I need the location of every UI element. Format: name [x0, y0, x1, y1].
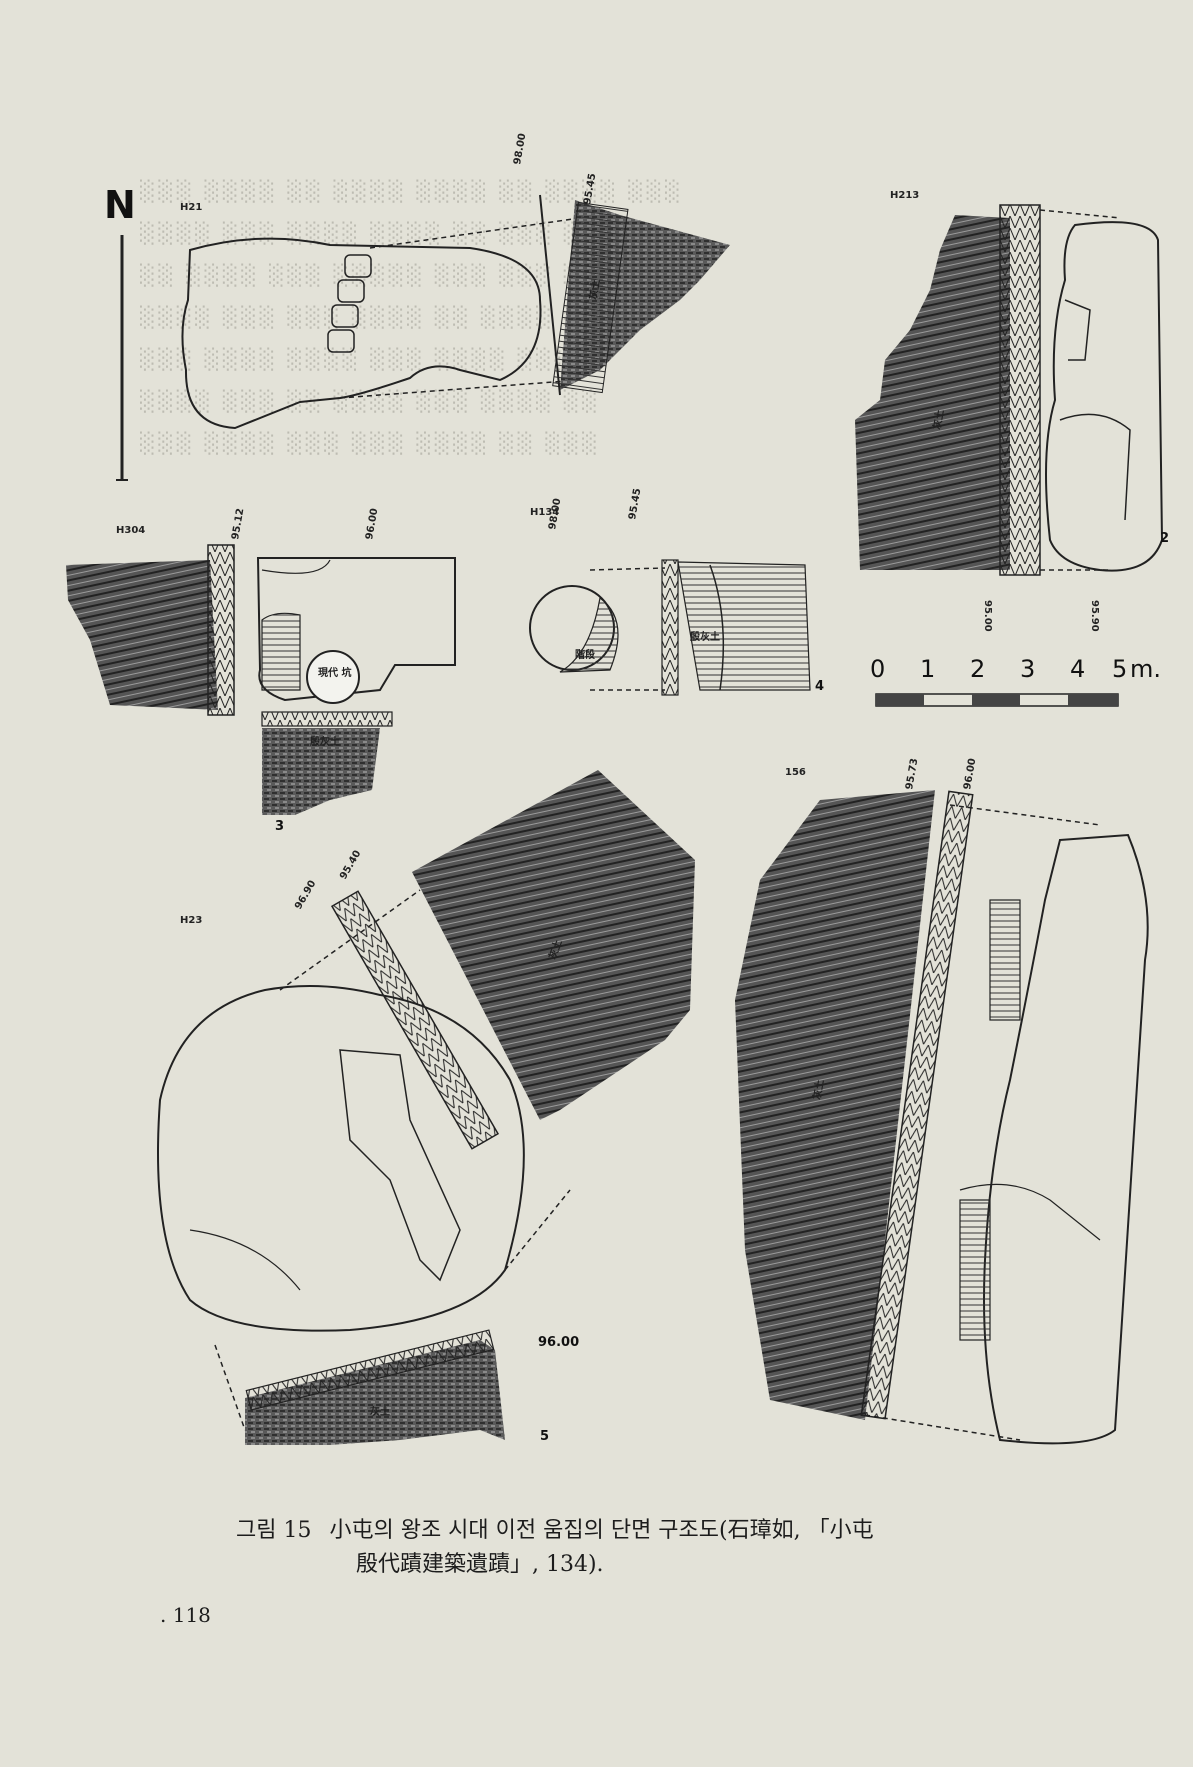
inner-label: 現代 坑: [318, 666, 351, 679]
panel-number: 4: [815, 679, 824, 694]
bleed-through-text: ░░░ ░░░░ ░░ ░░░░ ░░░░ ░░ ░░░░ ░░░░░░░ ░░…: [140, 179, 684, 455]
fill-label: 灰土: [370, 1405, 390, 1418]
pit-label: 156: [785, 767, 806, 778]
elevation-label: 98.00: [512, 132, 528, 165]
elevation-label: 95.40: [338, 849, 363, 882]
elevation-label: 95.00: [982, 600, 993, 632]
north-arrow: N: [104, 183, 136, 481]
panel-h21: H21 98.00 95.45 灰土: [180, 132, 730, 430]
elevation-note: 96.00: [538, 1335, 579, 1350]
panel-number: 2: [1160, 531, 1169, 546]
north-label: N: [104, 183, 136, 227]
elevation-label: 96.90: [293, 879, 318, 912]
panel-h304: H304 現代 坑 殷灰土 3 95.12 96.00: [66, 507, 456, 834]
elevation-label: 95.45: [582, 172, 598, 205]
caption-line-1: 小屯의 왕조 시대 이전 움집의 단면 구조도(石璋如, 「小屯: [329, 1518, 874, 1543]
pit-label: H23: [180, 915, 202, 926]
page-number: . 118: [160, 1603, 211, 1627]
scale-tick-2: 2: [970, 655, 985, 683]
scale-tick-0: 0: [870, 655, 885, 683]
figure-caption: 그림 15 小屯의 왕조 시대 이전 움집의 단면 구조도(石璋如, 「小屯 殷代…: [236, 1514, 1096, 1582]
elevation-label: 95.45: [627, 487, 643, 520]
pit-label: H213: [890, 190, 919, 201]
fill-label: 灰土: [586, 279, 602, 301]
caption-line-2: 殷代蹟建築遺蹟」, 134).: [356, 1552, 604, 1577]
elevation-label: 95.12: [230, 507, 246, 540]
scale-tick-5: 5: [1112, 655, 1127, 683]
fill-label: 殷灰土: [310, 735, 340, 748]
panel-h134: H134 階段 殷灰土 4 98.00 95.45: [529, 487, 824, 696]
elevation-label: 96.00: [962, 757, 978, 790]
pit-label: H304: [116, 525, 145, 536]
panel-number: 5: [540, 1429, 549, 1444]
scale-tick-4: 4: [1070, 655, 1085, 683]
scale-tick-3: 3: [1020, 655, 1035, 683]
scale-unit: m.: [1130, 655, 1161, 683]
scale-bar: 0 1 2 3 4 5 m.: [870, 655, 1161, 707]
pit-section-figure: N H21 98.00 95.45 灰土 H213: [66, 132, 1169, 1445]
panel-h23: H23 灰土 96.00 5 96.90 95.40 灰土: [157, 770, 695, 1445]
inner-label: 階段: [575, 648, 595, 661]
scale-tick-1: 1: [920, 655, 935, 683]
panel-h213: H213 2 95.00 95.90 灰土: [855, 190, 1169, 632]
elevation-label: 95.73: [904, 757, 920, 790]
pit-label: H134: [530, 507, 559, 518]
elevation-label: 98.00: [547, 497, 563, 530]
pit-label: H21: [180, 202, 202, 213]
fill-label: 灰土: [810, 1079, 826, 1101]
panel-156: 156 95.73 96.00 灰土: [735, 757, 1149, 1445]
panel-number: 3: [275, 819, 284, 834]
elevation-label: 95.90: [1089, 600, 1100, 632]
figure-number: 그림 15: [236, 1518, 312, 1543]
fill-label: 殷灰土: [690, 630, 720, 643]
elevation-label: 96.00: [364, 507, 380, 540]
fill-label: 灰土: [930, 409, 946, 431]
